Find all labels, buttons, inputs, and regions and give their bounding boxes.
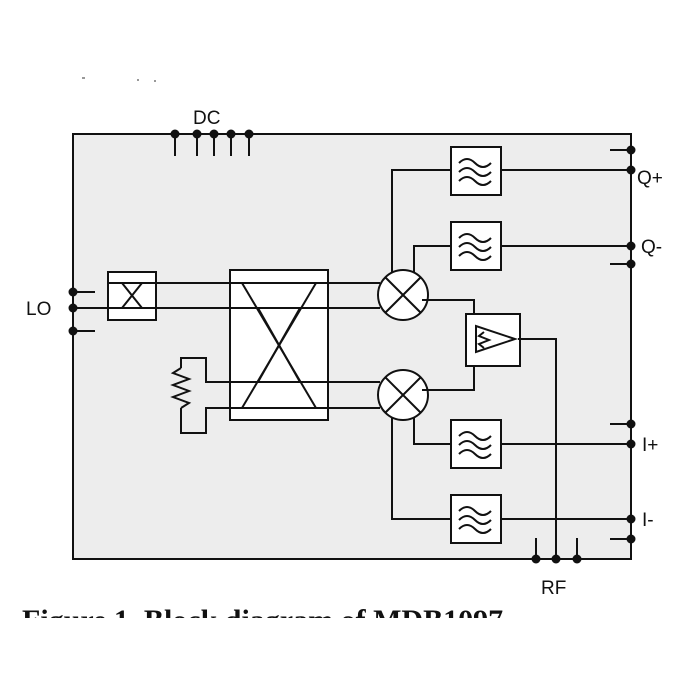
q-plus-label: Q+ <box>637 168 663 189</box>
quadrature-hybrid <box>229 269 329 421</box>
termination-resistor <box>170 357 230 434</box>
lo-label: LO <box>26 299 51 320</box>
i-plus-lowpass-filter <box>450 419 502 469</box>
lo-amplifier <box>422 299 557 559</box>
i-minus-lowpass-filter <box>450 494 502 544</box>
q-minus-lowpass-filter <box>450 221 502 271</box>
lo-pins <box>68 287 108 336</box>
q-mixer <box>377 269 429 321</box>
output-pins <box>610 145 636 544</box>
i-plus-label: I+ <box>642 435 658 456</box>
dc-pins <box>170 129 254 156</box>
q-minus-label: Q- <box>641 237 662 258</box>
i-minus-label: I- <box>642 510 654 531</box>
chip-body <box>72 133 632 560</box>
dc-label: DC <box>193 108 220 129</box>
q-plus-lowpass-filter <box>450 146 502 196</box>
lo-balun-block <box>107 271 157 321</box>
rf-label: RF <box>541 578 566 599</box>
i-mixer <box>377 369 429 421</box>
scan-specks <box>82 77 156 82</box>
figure-caption: Figure 1. Block diagram of MDB1097 <box>22 604 503 637</box>
rf-pins <box>531 538 582 564</box>
